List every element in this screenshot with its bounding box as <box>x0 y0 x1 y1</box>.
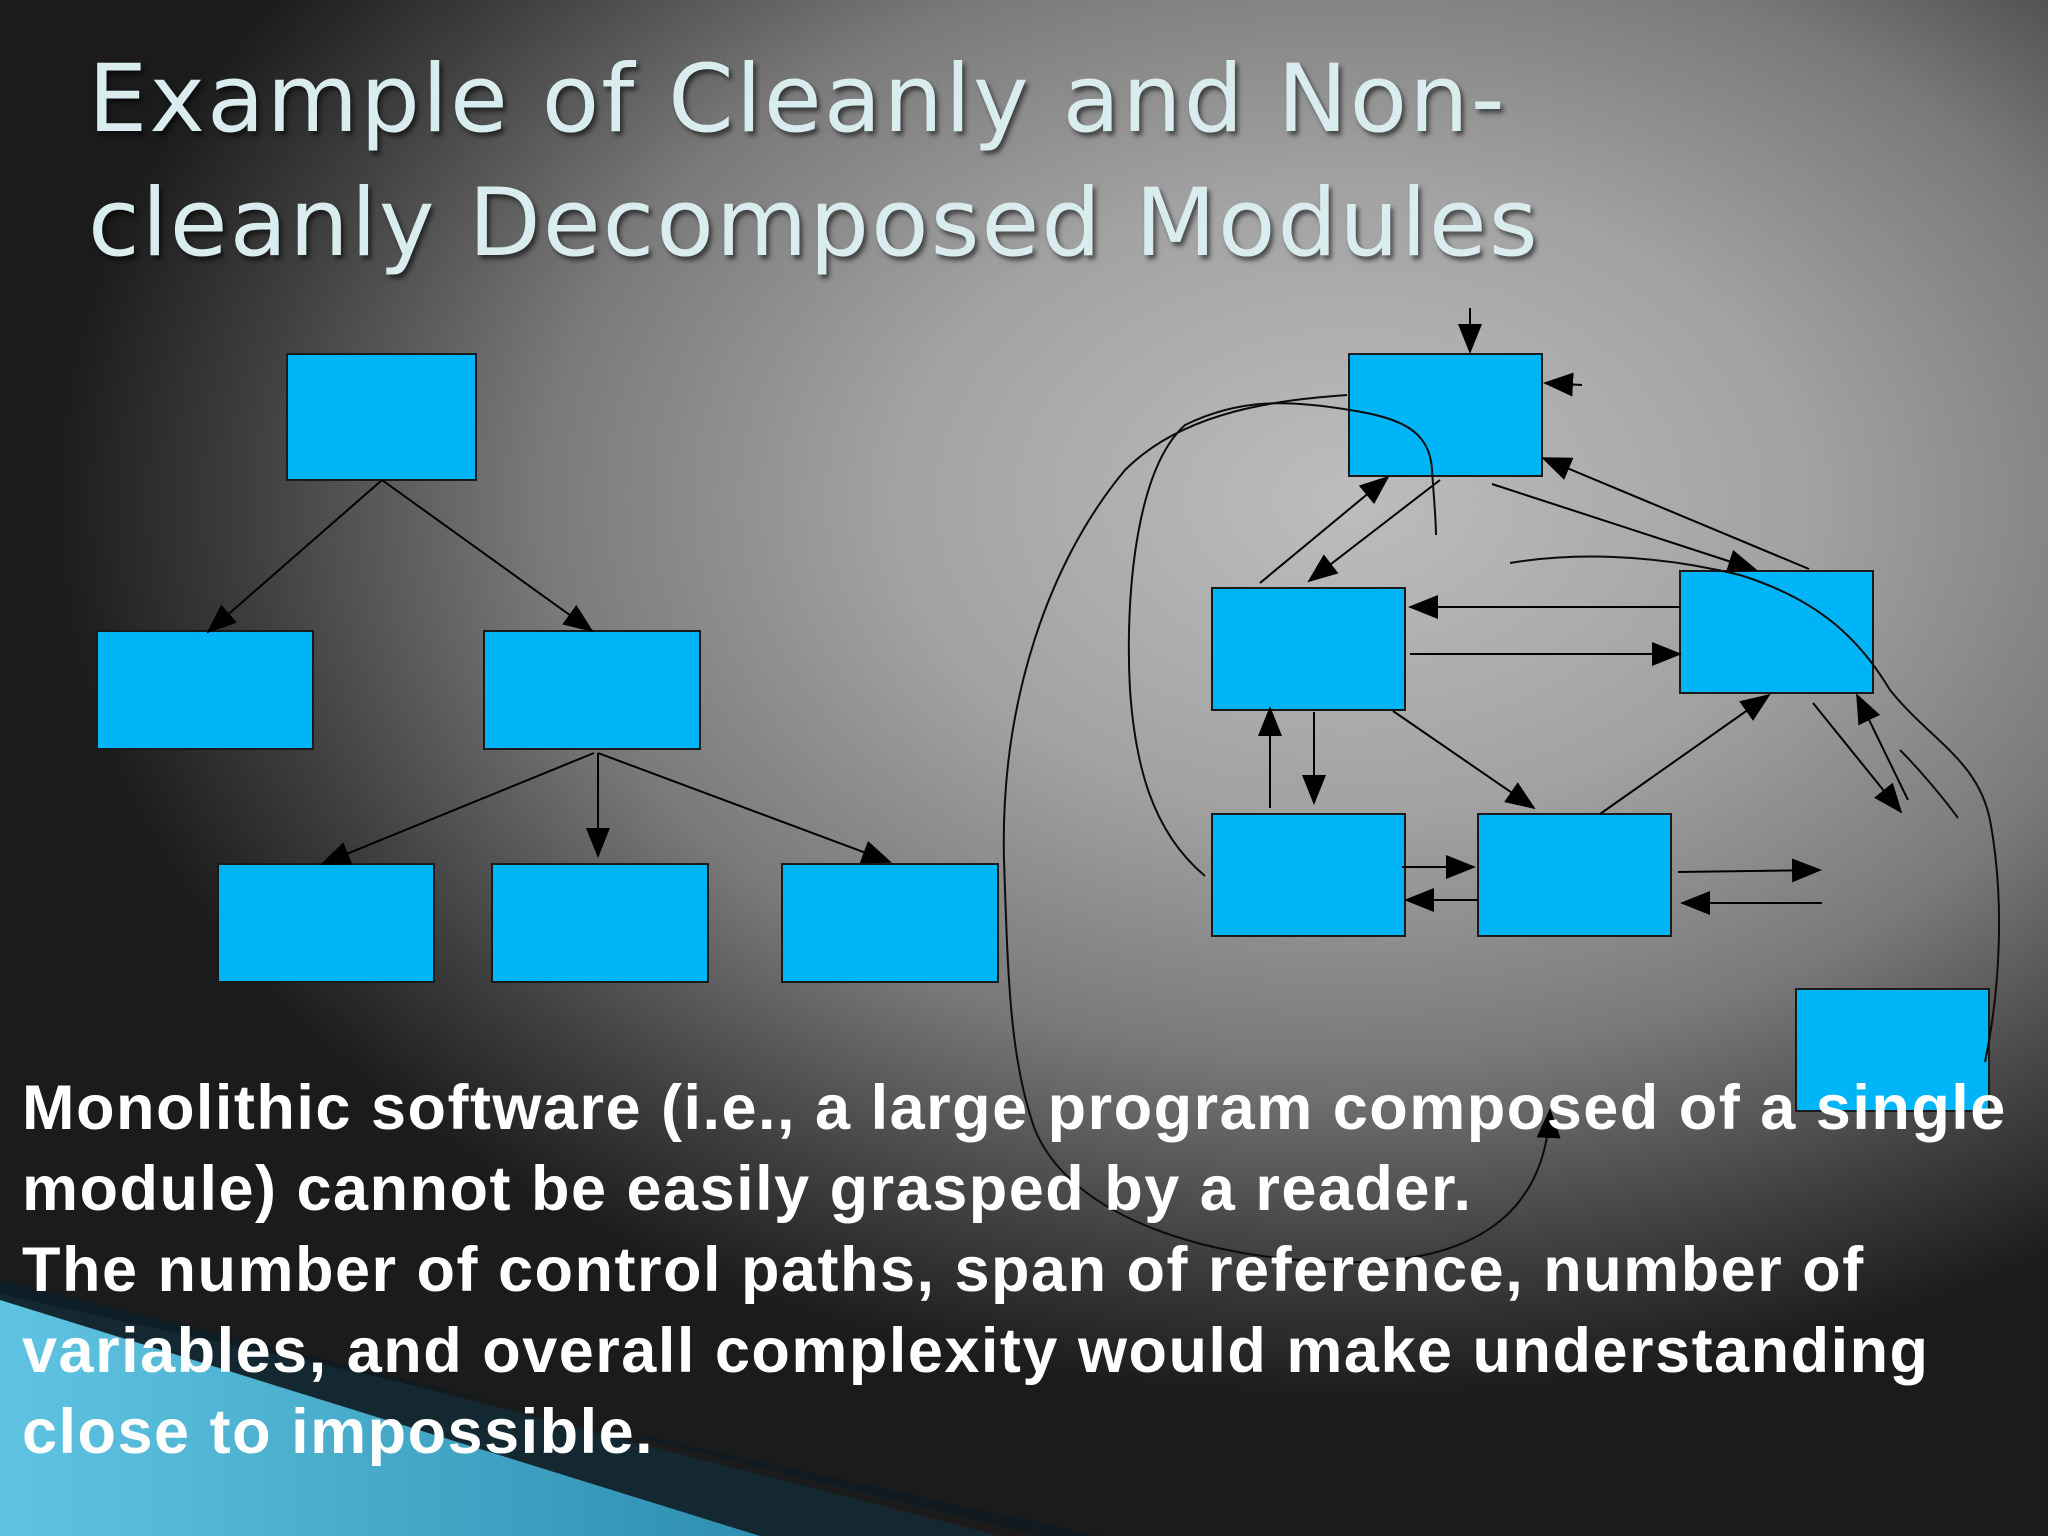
module-box-right <box>483 630 701 750</box>
body-paragraph-complexity: The number of control paths, span of ref… <box>22 1235 1930 1467</box>
module-box-left <box>96 630 314 750</box>
tree-edge <box>597 752 892 864</box>
sketch-curve <box>1509 555 2001 1063</box>
module-box-leaf-2 <box>491 863 709 983</box>
graph-edge <box>1599 693 1771 815</box>
module-box-bottom-center <box>1477 813 1672 937</box>
slide-title: Example of Cleanly and Non-cleanly Decom… <box>88 45 1540 278</box>
body-text: Monolithic software (i.e., a large progr… <box>22 1068 2012 1473</box>
tree-edge <box>381 479 594 633</box>
module-box-leaf-1 <box>217 863 435 983</box>
graph-edge <box>1543 372 1583 397</box>
tree-edge <box>206 479 383 634</box>
corner-decoration <box>0 1280 1100 1536</box>
module-box-leaf-3 <box>781 863 999 983</box>
graph-edge <box>1541 457 1810 570</box>
graph-edge <box>1856 693 1909 801</box>
clean-decomposition-tree <box>96 353 999 983</box>
module-box-mid-right <box>1679 570 1874 694</box>
graph-edge <box>1259 475 1390 584</box>
module-box-root <box>286 353 477 481</box>
tree-edge <box>320 752 595 865</box>
graph-edge <box>1392 710 1536 810</box>
module-box-top <box>1348 353 1543 477</box>
tangled-module-graph <box>1002 308 2001 1264</box>
sketch-curve <box>1899 749 1959 819</box>
sketch-curve <box>1002 394 1561 1264</box>
module-box-bottom-left <box>1211 813 1406 937</box>
graph-edge <box>1491 483 1758 573</box>
body-paragraph-monolithic: Monolithic software (i.e., a large progr… <box>22 1073 2007 1224</box>
module-box-far-bottom-right <box>1795 988 1990 1112</box>
graph-edge <box>1812 702 1903 814</box>
module-box-mid-left <box>1211 587 1406 711</box>
graph-edge <box>1307 479 1441 583</box>
sketch-curve <box>1127 402 1437 877</box>
graph-edge <box>1677 858 1822 883</box>
